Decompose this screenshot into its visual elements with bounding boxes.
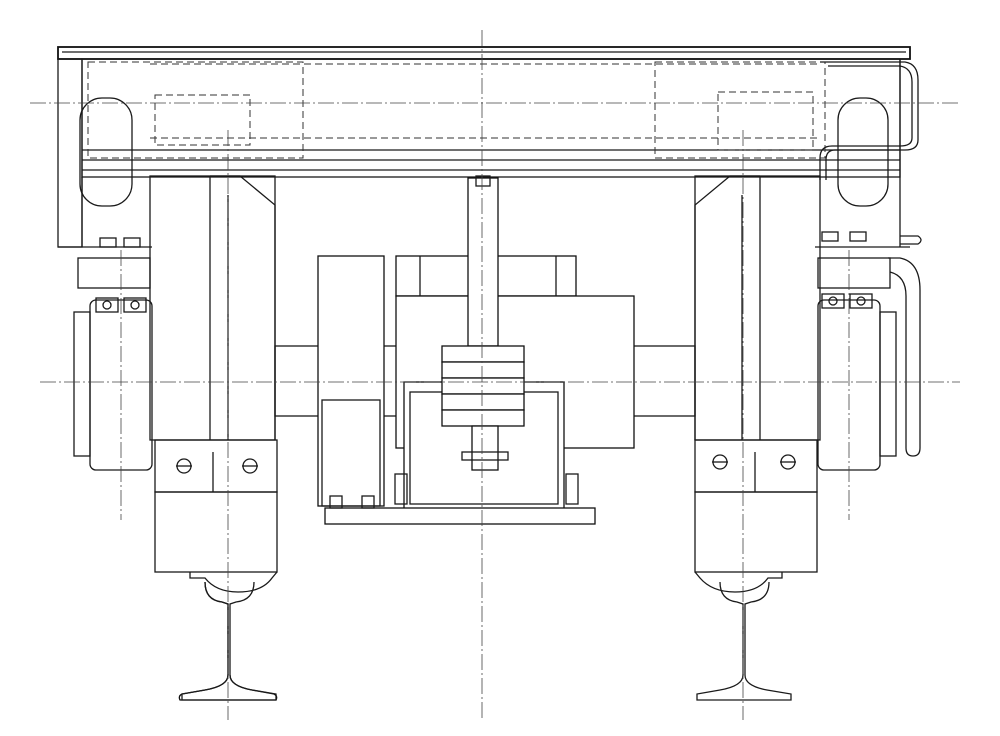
wheel-block-left xyxy=(73,175,278,593)
wheel-block-right xyxy=(694,175,921,593)
centerlines xyxy=(30,30,960,720)
frame-girder xyxy=(57,46,922,248)
drive-motor-icon xyxy=(317,175,635,525)
rail-profile-right xyxy=(696,581,792,701)
